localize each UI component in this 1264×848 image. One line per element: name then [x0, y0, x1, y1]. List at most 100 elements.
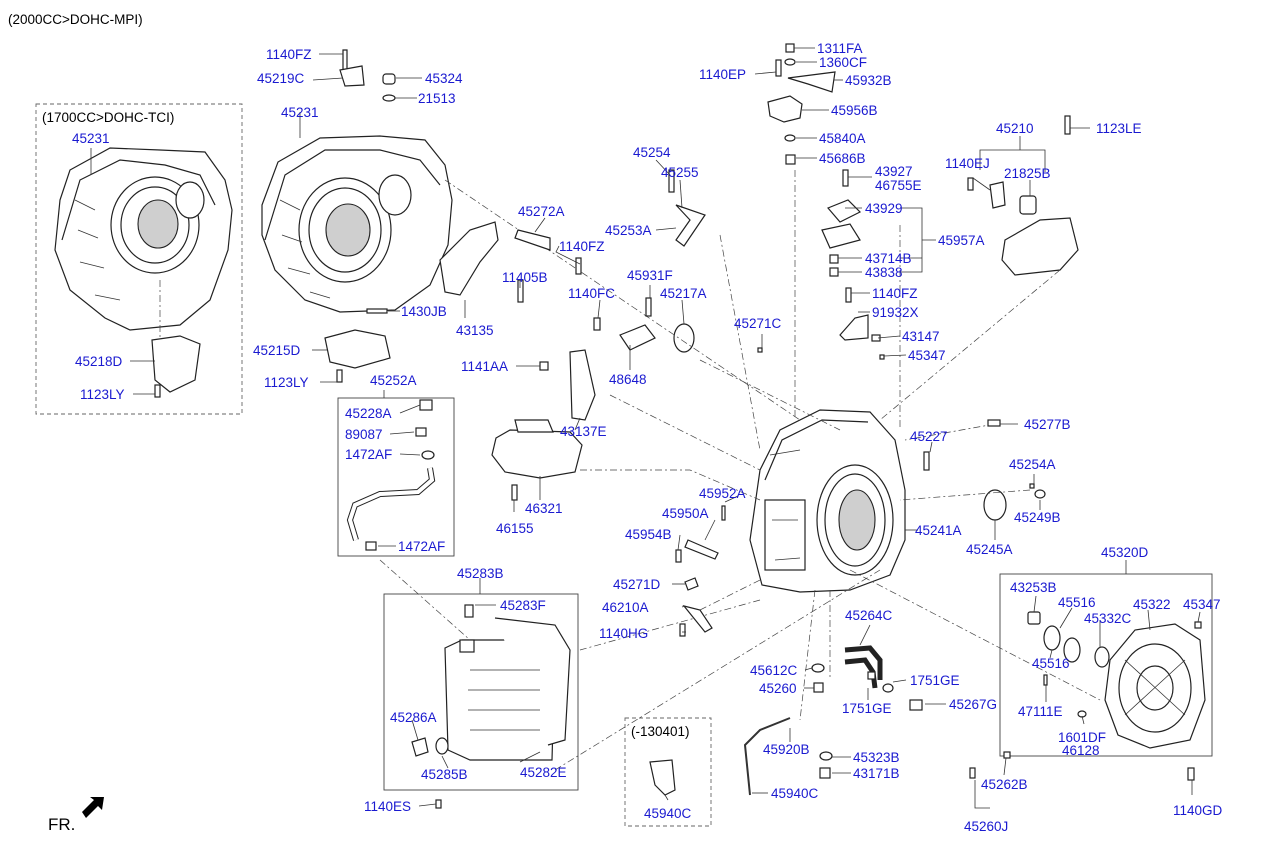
- label-46755E[interactable]: 46755E: [875, 178, 922, 193]
- label-1140EJ[interactable]: 1140EJ: [945, 156, 990, 171]
- label-45254A[interactable]: 45254A: [1009, 457, 1056, 472]
- label-45952A[interactable]: 45952A: [699, 486, 746, 501]
- label-21825B[interactable]: 21825B: [1004, 166, 1051, 181]
- label-45285B[interactable]: 45285B: [421, 767, 468, 782]
- label-46128[interactable]: 46128: [1062, 743, 1100, 758]
- label-1430JB[interactable]: 1430JB: [401, 304, 447, 319]
- label-45612C[interactable]: 45612C: [750, 663, 798, 678]
- label-1140FZ-b[interactable]: 1140FZ: [559, 239, 605, 254]
- label-45920B[interactable]: 45920B: [763, 742, 810, 757]
- label-45253A[interactable]: 45253A: [605, 223, 652, 238]
- label-45324[interactable]: 45324: [425, 71, 463, 86]
- label-1472AF-a[interactable]: 1472AF: [345, 447, 392, 462]
- label-46321[interactable]: 46321: [525, 501, 563, 516]
- label-45264C[interactable]: 45264C: [845, 608, 893, 623]
- label-1360CF[interactable]: 1360CF: [819, 55, 867, 70]
- label-45840A[interactable]: 45840A: [819, 131, 866, 146]
- label-46210A[interactable]: 46210A: [602, 600, 649, 615]
- label-45323B[interactable]: 45323B: [853, 750, 900, 765]
- label-1140FC[interactable]: 1140FC: [568, 286, 615, 301]
- label-1140FZ-a[interactable]: 1140FZ: [266, 47, 312, 62]
- label-45254[interactable]: 45254: [633, 145, 671, 160]
- label-43171B[interactable]: 43171B: [853, 766, 900, 781]
- label-45940C-b[interactable]: 45940C: [644, 806, 692, 821]
- label-45931F[interactable]: 45931F: [627, 268, 673, 283]
- label-46155[interactable]: 46155: [496, 521, 534, 536]
- label-43838[interactable]: 43838: [865, 265, 903, 280]
- label-45245A[interactable]: 45245A: [966, 542, 1013, 557]
- label-43137E[interactable]: 43137E: [560, 424, 607, 439]
- label-45957A[interactable]: 45957A: [938, 233, 985, 248]
- label-1601DF[interactable]: 1601DF: [1058, 730, 1106, 745]
- label-1123LY-b[interactable]: 1123LY: [264, 375, 309, 390]
- label-1140HG[interactable]: 1140HG: [599, 626, 648, 641]
- label-45940C-a[interactable]: 45940C: [771, 786, 819, 801]
- label-45260[interactable]: 45260: [759, 681, 797, 696]
- label-45286A[interactable]: 45286A: [390, 710, 437, 725]
- label-43147[interactable]: 43147: [902, 329, 940, 344]
- label-45227[interactable]: 45227: [910, 429, 948, 444]
- label-45267G[interactable]: 45267G: [949, 697, 997, 712]
- o-ring-45516-a: [1043, 625, 1061, 651]
- label-91932X[interactable]: 91932X: [872, 305, 919, 320]
- label-1123LY-a[interactable]: 1123LY: [80, 387, 125, 402]
- label-45219C[interactable]: 45219C: [257, 71, 305, 86]
- label-89087[interactable]: 89087: [345, 427, 383, 442]
- label-45320D[interactable]: 45320D: [1101, 545, 1149, 560]
- label-45271D[interactable]: 45271D: [613, 577, 661, 592]
- label-45249B[interactable]: 45249B: [1014, 510, 1061, 525]
- label-1140EP[interactable]: 1140EP: [699, 67, 746, 82]
- label-43135[interactable]: 43135: [456, 323, 494, 338]
- inset-130401-title: (-130401): [631, 724, 690, 739]
- label-45516-a[interactable]: 45516: [1058, 595, 1096, 610]
- label-1140FZ-c[interactable]: 1140FZ: [872, 286, 918, 301]
- label-45347-b[interactable]: 45347: [1183, 597, 1221, 612]
- label-43253B[interactable]: 43253B: [1010, 580, 1057, 595]
- label-45956B[interactable]: 45956B: [831, 103, 878, 118]
- label-45332C[interactable]: 45332C: [1084, 611, 1132, 626]
- label-1751GE-b[interactable]: 1751GE: [842, 701, 892, 716]
- label-45260J[interactable]: 45260J: [964, 819, 1008, 834]
- label-45215D[interactable]: 45215D: [253, 343, 301, 358]
- label-1140ES[interactable]: 1140ES: [364, 799, 411, 814]
- label-45516-b[interactable]: 45516: [1032, 656, 1070, 671]
- label-45272A[interactable]: 45272A: [518, 204, 565, 219]
- label-43929[interactable]: 43929: [865, 201, 903, 216]
- label-45228A[interactable]: 45228A: [345, 406, 392, 421]
- label-45950A[interactable]: 45950A: [662, 506, 709, 521]
- label-45231-inset[interactable]: 45231: [72, 131, 110, 146]
- label-45218D[interactable]: 45218D: [75, 354, 123, 369]
- label-1751GE-a[interactable]: 1751GE: [910, 673, 960, 688]
- label-45262B[interactable]: 45262B: [981, 777, 1028, 792]
- label-45277B[interactable]: 45277B: [1024, 417, 1071, 432]
- label-43714B[interactable]: 43714B: [865, 251, 912, 266]
- label-45282E[interactable]: 45282E: [520, 765, 567, 780]
- label-45954B[interactable]: 45954B: [625, 527, 672, 542]
- label-45347-a[interactable]: 45347: [908, 348, 946, 363]
- label-45241A[interactable]: 45241A: [915, 523, 962, 538]
- label-47111E[interactable]: 47111E: [1018, 704, 1063, 719]
- label-45283F[interactable]: 45283F: [500, 598, 546, 613]
- label-11405B[interactable]: 11405B: [502, 270, 548, 285]
- oil-seal-45332C: [1094, 646, 1110, 668]
- label-21513[interactable]: 21513: [418, 91, 456, 106]
- label-1123LE[interactable]: 1123LE: [1096, 121, 1142, 136]
- label-45283B[interactable]: 45283B: [457, 566, 504, 581]
- label-45322[interactable]: 45322: [1133, 597, 1171, 612]
- label-45271C[interactable]: 45271C: [734, 316, 782, 331]
- label-45252A[interactable]: 45252A: [370, 373, 417, 388]
- inset-1700cc-title: (1700CC>DOHC-TCI): [42, 110, 174, 125]
- label-1472AF-b[interactable]: 1472AF: [398, 539, 445, 554]
- label-43927[interactable]: 43927: [875, 164, 913, 179]
- label-1141AA[interactable]: 1141AA: [461, 359, 508, 374]
- label-45231-main[interactable]: 45231: [281, 105, 319, 120]
- label-1311FA[interactable]: 1311FA: [817, 41, 863, 56]
- label-45210[interactable]: 45210: [996, 121, 1034, 136]
- label-1140GD[interactable]: 1140GD: [1173, 803, 1223, 818]
- label-45686B[interactable]: 45686B: [819, 151, 866, 166]
- label-48648[interactable]: 48648: [609, 372, 647, 387]
- rear-cover-box: [999, 573, 1213, 757]
- label-45217A[interactable]: 45217A: [660, 286, 707, 301]
- label-45932B[interactable]: 45932B: [845, 73, 892, 88]
- label-45255[interactable]: 45255: [661, 165, 699, 180]
